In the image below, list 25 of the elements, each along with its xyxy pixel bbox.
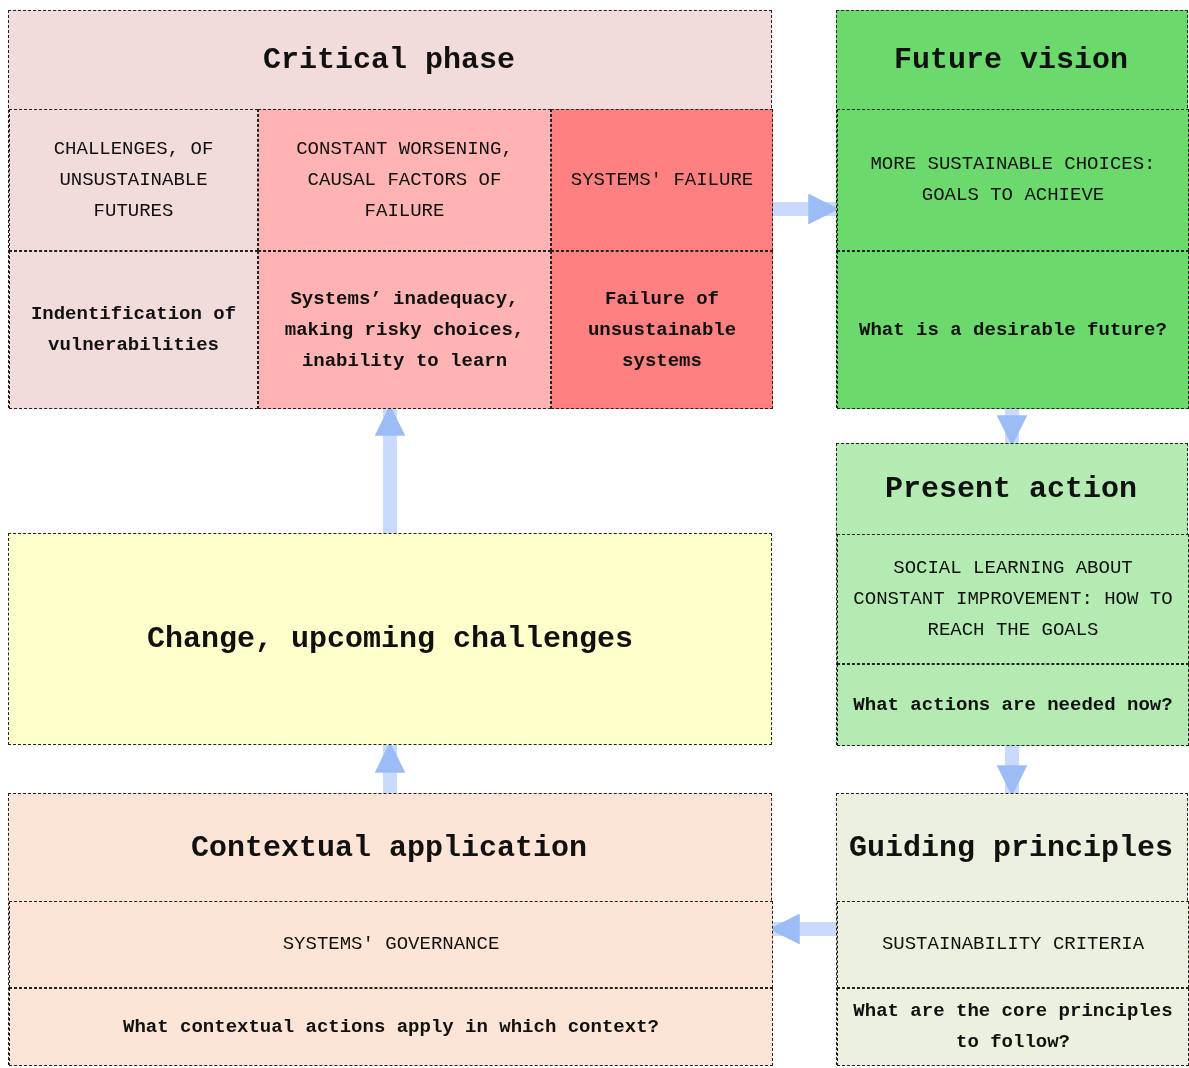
question-cell: What contextual actions apply in which context? xyxy=(9,988,773,1066)
section-title: Guiding principles xyxy=(847,829,1175,867)
section-title: Contextual application xyxy=(189,829,589,867)
question-cell: What are the core principles to follow? xyxy=(837,988,1189,1066)
question-cell: What is a desirable future? xyxy=(837,251,1189,409)
question-cell: Indentification of vulnerabilities xyxy=(9,251,258,409)
category-cell: SYSTEMS' FAILURE xyxy=(551,109,773,251)
question-cell: Systems’ inadequacy, making risky choices, inability to learn xyxy=(258,251,551,409)
section-title-panel: Change, upcoming challenges xyxy=(8,533,772,745)
question-cell: Failure of unsustainable systems xyxy=(551,251,773,409)
section-panel xyxy=(836,443,1188,745)
category-cell: SOCIAL LEARNING ABOUT CONSTANT IMPROVEMENT: HOW TO REACH THE GOALS xyxy=(837,534,1189,664)
category-cell: MORE SUSTAINABLE CHOICES: GOALS TO ACHIEVE xyxy=(837,109,1189,251)
section-panel xyxy=(836,10,1188,408)
category-cell: SYSTEMS' GOVERNANCE xyxy=(9,901,773,988)
section-panel xyxy=(8,10,772,408)
category-cell: CHALLENGES, OF UNSUSTAINABLE FUTURES xyxy=(9,109,258,251)
section-title: Present action xyxy=(883,471,1138,508)
category-cell: CONSTANT WORSENING, CAUSAL FACTORS OF FAILURE xyxy=(258,109,551,251)
section-panel xyxy=(836,793,1188,1065)
section-title: Future vision xyxy=(892,42,1129,79)
category-cell: SUSTAINABILITY CRITERIA xyxy=(837,901,1189,988)
question-cell: What actions are needed now? xyxy=(837,664,1189,746)
section-title: Critical phase xyxy=(261,42,516,79)
section-panel xyxy=(8,793,772,1065)
